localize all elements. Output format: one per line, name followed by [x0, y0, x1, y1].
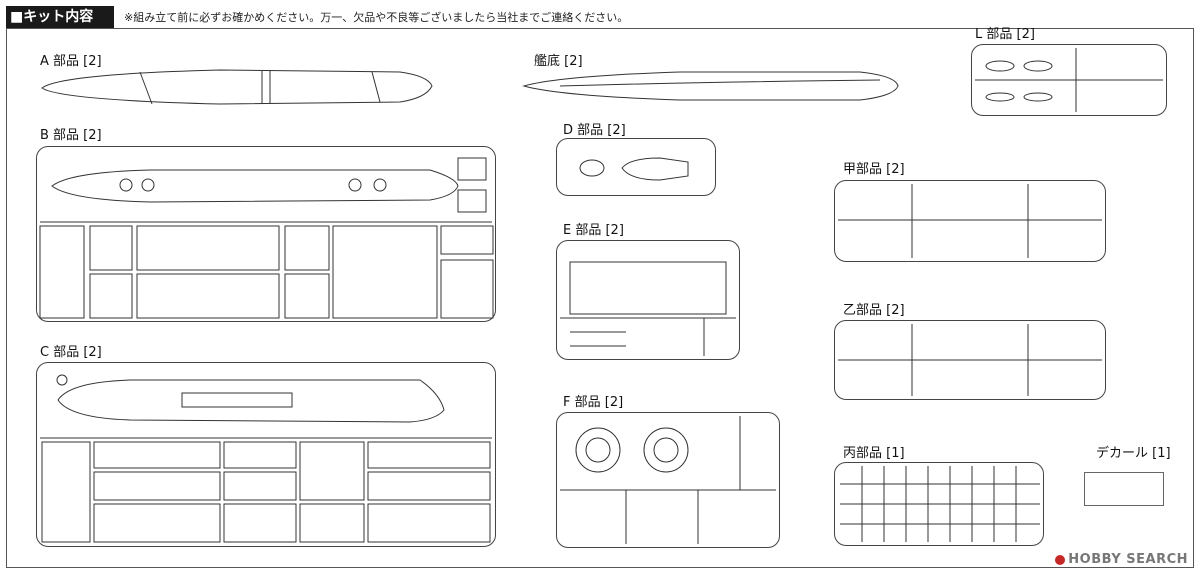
- label-part-otsu: 乙部品 [2]: [843, 303, 905, 318]
- sprue-f: [556, 412, 780, 548]
- decal-sheet: [1084, 472, 1164, 506]
- label-part-d: D 部品 [2]: [563, 123, 626, 138]
- label-part-b: B 部品 [2]: [40, 128, 102, 143]
- header-note: ※組み立て前に必ずお確かめください。万一、欠品や不良等ございましたら当社までご連…: [124, 11, 629, 24]
- sprue-b: [36, 146, 496, 322]
- hull-bottom-drawing: [522, 71, 899, 101]
- label-part-l: L 部品 [2]: [975, 27, 1035, 42]
- sprue-d: [556, 138, 716, 196]
- watermark-text: HOBBY SEARCH: [1068, 552, 1188, 567]
- label-part-c: C 部品 [2]: [40, 345, 102, 360]
- sprue-e: [556, 240, 740, 360]
- sprue-kou: [834, 180, 1106, 262]
- part-a-hull-drawing: [41, 69, 433, 105]
- content-frame: [6, 28, 1194, 568]
- label-part-f: F 部品 [2]: [563, 395, 624, 410]
- label-part-hei: 丙部品 [1]: [843, 446, 905, 461]
- label-hull-bottom: 艦底 [2]: [534, 54, 583, 69]
- label-part-a: A 部品 [2]: [40, 54, 102, 69]
- part-b-deck-drawing: [51, 169, 459, 203]
- part-c-deck-drawing: [57, 379, 445, 423]
- watermark-logo-icon: [1055, 554, 1066, 565]
- section-title: ■キット内容: [6, 6, 114, 28]
- label-decal: デカール [1]: [1096, 446, 1171, 461]
- watermark: HOBBY SEARCH: [1055, 552, 1188, 567]
- label-part-kou: 甲部品 [2]: [843, 162, 905, 177]
- label-part-e: E 部品 [2]: [563, 223, 624, 238]
